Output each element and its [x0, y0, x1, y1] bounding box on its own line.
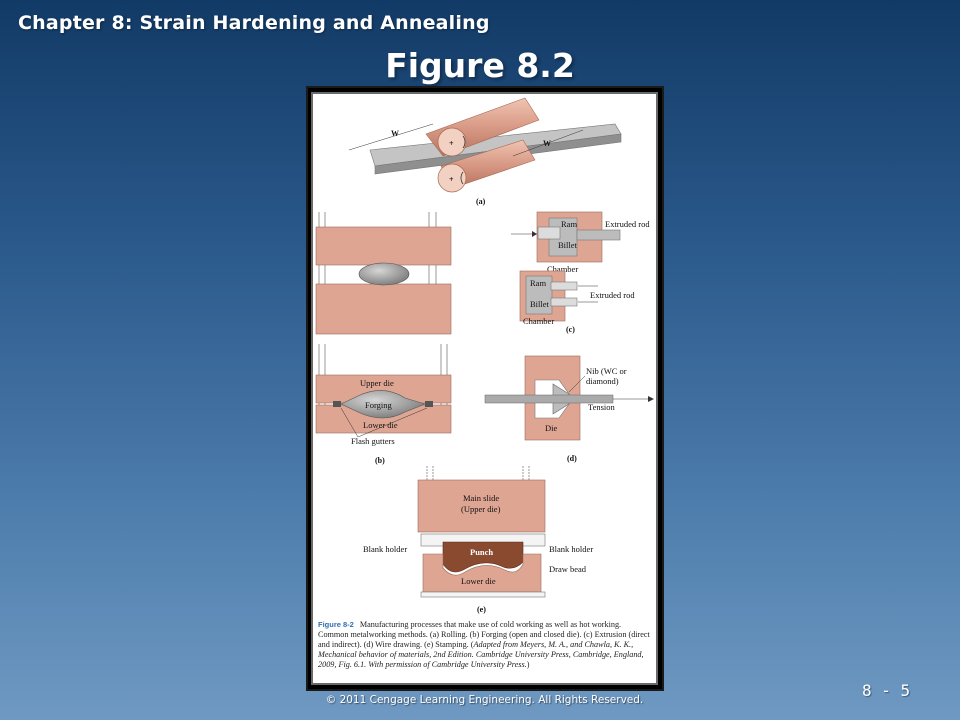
upper-die-paren-label: (Upper die) — [461, 504, 501, 514]
chapter-heading: Chapter 8: Strain Hardening and Annealin… — [18, 12, 490, 34]
lower-die-stamping-label: Lower die — [461, 576, 496, 586]
roll-axis-plus-2: + — [449, 175, 454, 184]
upper-die-label: Upper die — [360, 378, 394, 388]
extruded-rod-label-indirect: Extruded rod — [590, 290, 635, 300]
nib-label-2: diamond) — [586, 376, 619, 386]
billet-label: Billet — [558, 240, 578, 250]
caption-citation: Adapted from Meyers, M. A., and Chawla, … — [318, 640, 644, 669]
stamping-diagram: Main slide (Upper die) Punch Lower die B… — [363, 466, 593, 614]
manufacturing-diagram: W W + + (a) Ram Billet Extruded rod — [315, 97, 654, 614]
forging-label: Forging — [365, 400, 393, 410]
part-e-label: (e) — [477, 605, 486, 614]
figure-panel: W W + + (a) Ram Billet Extruded rod — [311, 92, 658, 685]
die-label: Die — [545, 423, 558, 433]
chamber-label-indirect: Chamber — [523, 316, 554, 326]
extrusion-diagram: Ram Billet Extruded rod Chamber Ram Bill… — [511, 211, 650, 334]
blank-holder-left-label: Blank holder — [363, 544, 407, 554]
tension-label: Tension — [588, 402, 616, 412]
draw-bead-label: Draw bead — [549, 564, 587, 574]
caption-text: Manufacturing processes that make use of… — [318, 620, 650, 649]
part-a-label: (a) — [476, 197, 486, 206]
part-b-label: (b) — [375, 456, 385, 465]
chamber-label: Chamber — [547, 264, 578, 274]
billet-label-indirect: Billet — [530, 299, 550, 309]
nib-label: Nib (WC or — [586, 366, 627, 376]
lower-die-label: Lower die — [363, 420, 398, 430]
rolling-width-label-2: W — [543, 139, 551, 148]
ram-label: Ram — [561, 219, 577, 229]
ram-label-indirect: Ram — [530, 278, 546, 288]
roll-axis-plus: + — [449, 139, 454, 148]
caption-figure-label: Figure 8-2 — [318, 620, 354, 629]
part-d-label: (d) — [567, 454, 577, 463]
extruded-rod-label: Extruded rod — [605, 219, 650, 229]
page-number: 8 - 5 — [862, 681, 911, 700]
flash-gutters-label: Flash gutters — [351, 436, 395, 446]
blank-holder-right-label: Blank holder — [549, 544, 593, 554]
slide-title: Figure 8.2 — [385, 46, 575, 85]
open-die-forging — [315, 212, 452, 335]
wire-drawing-diagram: Nib (WC or diamond) Tension Die (d) — [484, 355, 654, 463]
rolling-diagram: W W + + (a) — [348, 97, 622, 206]
main-slide-label: Main slide — [463, 493, 499, 503]
rolling-width-label: W — [391, 129, 399, 138]
caption-end: ) — [526, 660, 530, 669]
punch-label: Punch — [470, 547, 493, 557]
closed-die-forging: Upper die Forging Lower die Flash gutter… — [315, 344, 452, 465]
part-c-label: (c) — [566, 325, 575, 334]
copyright-notice: © 2011 Cengage Learning Engineering. All… — [325, 694, 644, 706]
